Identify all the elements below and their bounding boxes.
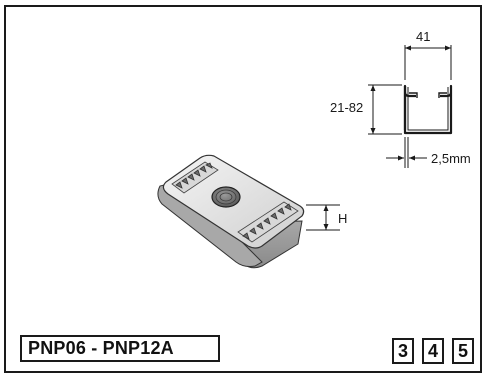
nut-height-label: H [338,211,347,226]
channel-width-label: 41 [416,29,430,44]
channel-profile [403,84,453,135]
channel-section: 41 21-82 2,5mm [330,29,471,168]
code-box-3: 5 [452,338,474,364]
channel-thickness-label: 2,5mm [431,151,471,166]
product-code: PNP06 - PNP12A [20,335,220,362]
nut-height-dimension: H [306,204,347,231]
channel-nut [157,154,305,269]
sheet-border [4,5,482,373]
left-serrations [175,162,213,189]
code-box-1: 3 [392,338,414,364]
channel-height-label: 21-82 [330,100,363,115]
code-box-2: 4 [422,338,444,364]
right-serrations [242,203,292,240]
